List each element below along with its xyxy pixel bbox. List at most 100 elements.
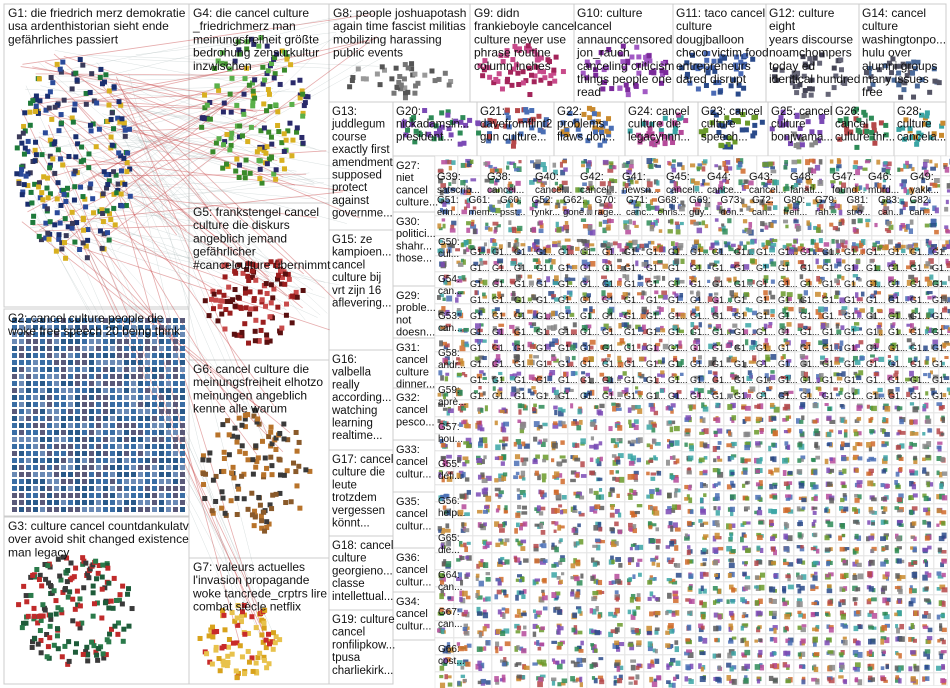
tiny-group-cell — [850, 595, 864, 608]
node — [866, 222, 870, 227]
node — [925, 419, 931, 424]
node — [868, 536, 874, 541]
node — [827, 584, 832, 588]
node — [944, 225, 948, 229]
node — [647, 158, 653, 164]
node — [535, 159, 541, 164]
node — [925, 536, 930, 541]
node — [653, 506, 658, 511]
node — [760, 573, 765, 578]
node — [927, 482, 930, 487]
node — [910, 219, 914, 224]
node — [927, 291, 933, 294]
node — [697, 163, 702, 166]
node — [827, 589, 833, 593]
node — [843, 640, 848, 646]
node — [923, 404, 926, 408]
node — [713, 458, 716, 462]
node — [885, 572, 890, 577]
node — [946, 200, 949, 204]
node — [498, 494, 503, 497]
node — [670, 526, 673, 532]
node — [731, 415, 736, 420]
node — [667, 493, 672, 499]
node — [702, 417, 705, 423]
node — [685, 638, 690, 641]
node — [588, 225, 593, 231]
node — [909, 469, 914, 473]
node — [477, 510, 483, 514]
node — [843, 637, 847, 640]
node — [758, 507, 761, 511]
node — [726, 675, 731, 681]
node — [565, 306, 570, 309]
node — [533, 544, 538, 548]
node — [854, 432, 859, 437]
node — [542, 459, 546, 463]
node — [615, 477, 619, 482]
node — [882, 417, 885, 422]
node — [608, 426, 612, 431]
node — [844, 429, 847, 432]
node — [745, 641, 749, 647]
node — [897, 520, 903, 523]
node — [600, 457, 603, 462]
node — [727, 218, 731, 223]
node — [703, 443, 707, 448]
node — [754, 640, 758, 643]
node — [565, 239, 571, 242]
node — [838, 430, 842, 434]
node — [896, 628, 900, 634]
node — [729, 524, 733, 530]
node — [580, 438, 585, 444]
node — [698, 519, 702, 523]
node — [910, 510, 914, 515]
node — [855, 169, 860, 175]
node — [801, 680, 805, 685]
node — [457, 373, 462, 376]
node — [539, 490, 544, 494]
node — [826, 561, 830, 566]
node — [543, 439, 548, 443]
node — [676, 459, 680, 464]
node — [560, 510, 563, 515]
node — [783, 220, 788, 224]
node — [466, 444, 472, 448]
node — [857, 442, 862, 446]
node — [908, 637, 911, 642]
node — [816, 227, 821, 233]
node — [802, 507, 806, 510]
node — [690, 163, 695, 167]
node — [829, 627, 834, 632]
node — [517, 505, 521, 509]
node — [937, 471, 940, 476]
node — [517, 488, 520, 491]
node — [883, 161, 887, 165]
node — [869, 429, 874, 433]
node — [611, 403, 615, 406]
node — [635, 386, 638, 389]
node — [488, 227, 492, 231]
node — [518, 160, 521, 163]
node — [554, 530, 557, 533]
node — [896, 652, 899, 655]
node — [612, 165, 616, 169]
node — [508, 220, 511, 225]
node — [911, 623, 914, 629]
node — [857, 563, 862, 567]
node — [769, 611, 773, 616]
node — [819, 159, 823, 164]
node — [910, 431, 914, 436]
node — [533, 258, 538, 262]
node — [699, 471, 703, 475]
node — [773, 652, 776, 655]
node — [701, 626, 705, 630]
node — [936, 524, 939, 527]
node — [853, 520, 859, 524]
node — [853, 667, 857, 670]
node — [646, 472, 650, 476]
node — [941, 521, 945, 526]
node — [687, 611, 690, 614]
node — [668, 420, 671, 423]
node — [688, 456, 694, 461]
